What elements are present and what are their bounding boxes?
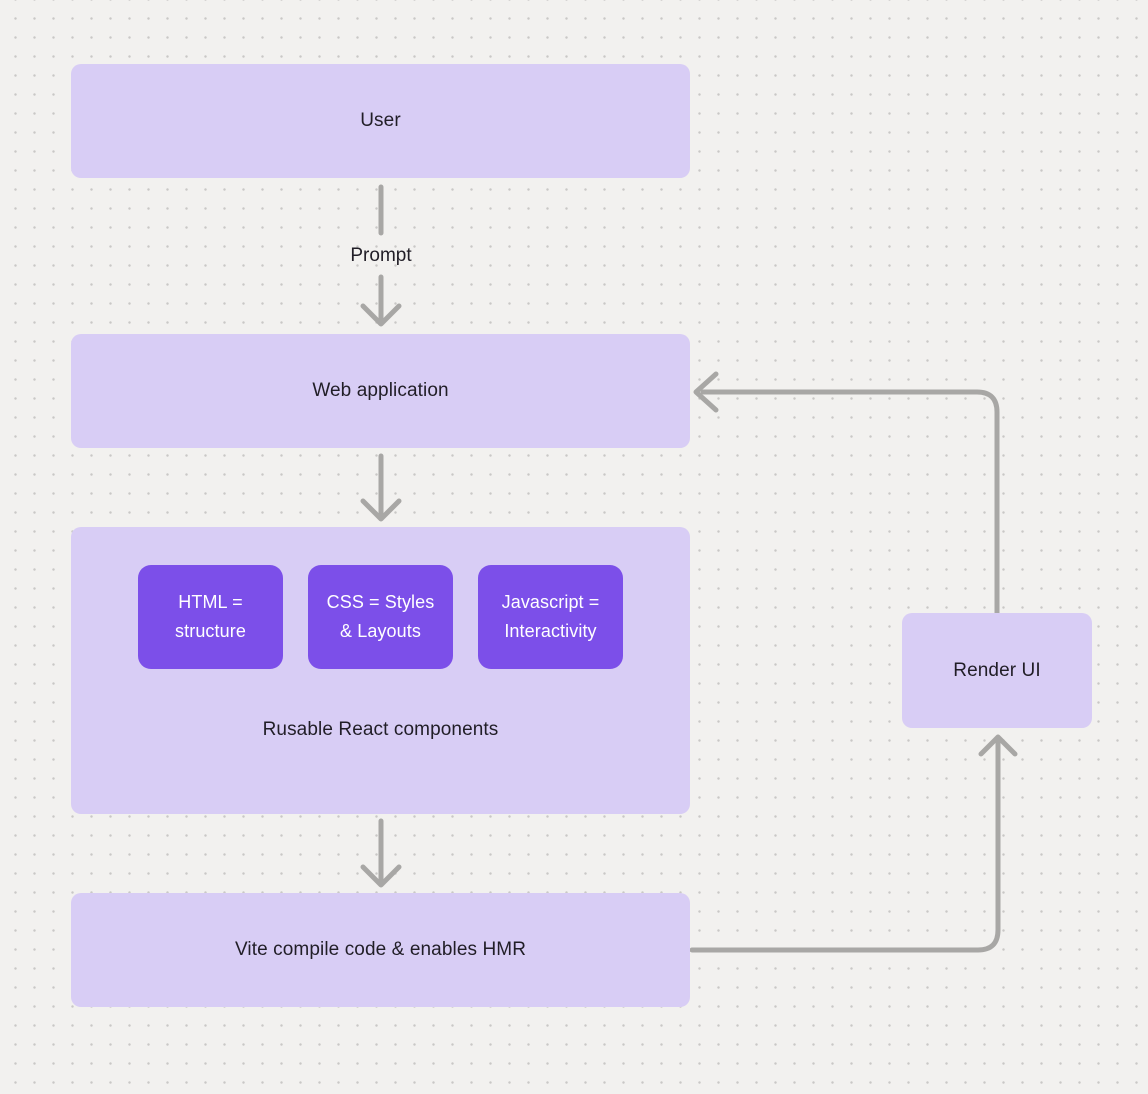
arrow-renderui-to-webapp-head (693, 371, 719, 413)
node-css-label: CSS = Styles & Layouts (326, 592, 435, 641)
node-javascript: Javascript = Interactivity (478, 565, 623, 669)
node-render-ui: Render UI (902, 613, 1092, 728)
edge-label-prompt: Prompt (350, 245, 412, 266)
arrow-components-to-vite-head (360, 864, 402, 888)
arrow-user-to-webapp-head (360, 303, 402, 327)
arrow-webapp-to-components-head (360, 498, 402, 522)
node-user: User (71, 64, 690, 178)
node-render-ui-label: Render UI (953, 659, 1041, 681)
node-html: HTML = structure (138, 565, 283, 669)
node-vite: Vite compile code & enables HMR (71, 893, 690, 1007)
arrow-vite-to-renderui (689, 737, 1001, 953)
tech-box-row: HTML = structure CSS = Styles & Layouts … (138, 565, 623, 669)
node-user-label: User (360, 110, 401, 131)
node-react-components-group: HTML = structure CSS = Styles & Layouts … (71, 527, 690, 814)
node-css: CSS = Styles & Layouts (308, 565, 453, 669)
arrow-renderui-to-webapp (700, 389, 1000, 621)
node-vite-label: Vite compile code & enables HMR (234, 939, 527, 960)
node-web-application: Web application (71, 334, 690, 448)
react-components-group-label: Rusable React components (262, 719, 499, 740)
node-web-application-label: Web application (312, 380, 449, 401)
arrow-vite-to-renderui-head (978, 734, 1018, 757)
node-javascript-label: Javascript = Interactivity (501, 592, 600, 641)
node-html-label: HTML = structure (175, 592, 246, 641)
